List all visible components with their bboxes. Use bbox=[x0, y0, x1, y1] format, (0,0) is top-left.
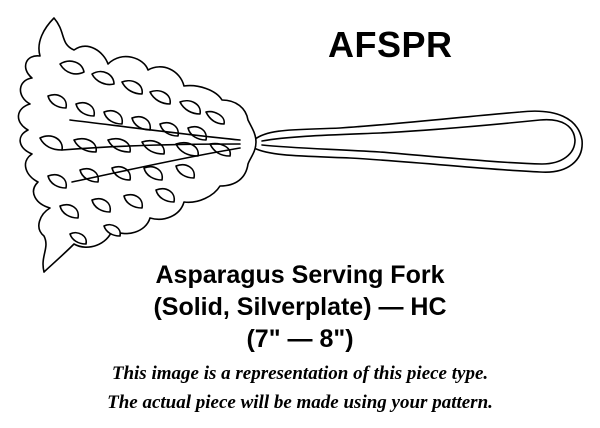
fork-handle bbox=[253, 110, 583, 173]
product-name: Asparagus Serving Fork bbox=[155, 261, 445, 289]
disclaimer-line-1: This image is a representation of this p… bbox=[111, 363, 489, 384]
product-type: (Solid, Silverplate) — HC bbox=[153, 293, 447, 321]
disclaimer-line-2: The actual piece will be made using your… bbox=[107, 392, 493, 413]
fork-ornament bbox=[39, 60, 232, 245]
product-size: (7" — 8") bbox=[246, 325, 354, 353]
product-code: AFSPR bbox=[328, 24, 453, 65]
asparagus-serving-fork-icon bbox=[17, 17, 583, 273]
fork-handle-inner bbox=[261, 118, 576, 165]
fork-veins bbox=[61, 119, 241, 183]
